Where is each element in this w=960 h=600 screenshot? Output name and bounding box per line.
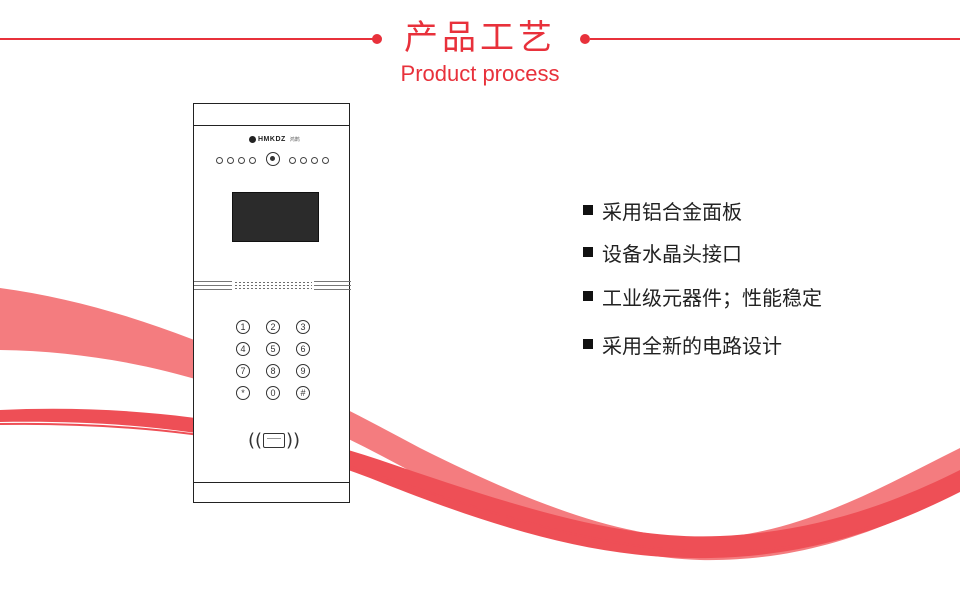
indicator-light-icon: [238, 157, 245, 164]
wave-thin-line: [0, 422, 960, 554]
bullet-square-icon: [583, 247, 593, 257]
feature-item: 采用全新的电路设计: [583, 330, 782, 358]
header-line-left: [0, 38, 374, 40]
header-dot-left: [372, 34, 382, 44]
keypad-key: 8: [266, 364, 280, 378]
keypad-key: 7: [236, 364, 250, 378]
camera-icon: [266, 152, 280, 166]
feature-item: 设备水晶头接口: [583, 238, 742, 266]
speaker-holes: [234, 281, 312, 291]
display-screen: [232, 192, 319, 242]
indicator-light-icon: [311, 157, 318, 164]
bullet-square-icon: [583, 339, 593, 349]
bullet-square-icon: [583, 205, 593, 215]
keypad-key: 6: [296, 342, 310, 356]
rfid-wave-left-icon: ((: [248, 430, 263, 451]
header-line-right: [590, 38, 960, 40]
rfid-wave-right-icon: )): [286, 430, 301, 451]
keypad-key: 0: [266, 386, 280, 400]
page-subtitle: Product process: [400, 61, 560, 86]
wave-upper-band: [0, 288, 960, 561]
bullet-square-icon: [583, 291, 593, 301]
feature-text: 工业级元器件；性能稳定: [602, 285, 822, 310]
page-title: 产品工艺: [404, 18, 556, 58]
feature-text: 采用全新的电路设计: [602, 333, 782, 358]
keypad-key: 1: [236, 320, 250, 334]
keypad-key: *: [236, 386, 250, 400]
indicator-light-icon: [216, 157, 223, 164]
indicator-row: [216, 152, 330, 168]
speaker-grille: [194, 279, 351, 293]
feature-text: 设备水晶头接口: [602, 241, 742, 266]
feature-text: 采用铝合金面板: [602, 199, 742, 224]
rfid-card-icon: [263, 433, 285, 448]
brand-mark-icon: [249, 135, 256, 143]
brand-sub: 鸿鹄: [289, 136, 300, 143]
keypad-key: 4: [236, 342, 250, 356]
panel-top-divider: [194, 125, 349, 126]
feature-item: 采用铝合金面板: [583, 196, 742, 224]
door-intercom-panel: HMKDZ 鸿鹄 1 2 3 4 5 6 7 8 9 * 0 #: [193, 103, 351, 503]
keypad-key: 9: [296, 364, 310, 378]
indicator-light-icon: [300, 157, 307, 164]
card-reader: (( )): [248, 430, 300, 452]
indicator-light-icon: [227, 157, 234, 164]
brand-name: HMKDZ: [258, 135, 286, 143]
keypad-key: 5: [266, 342, 280, 356]
panel-bottom-divider: [194, 482, 349, 483]
indicator-light-icon: [289, 157, 296, 164]
keypad-key: #: [296, 386, 310, 400]
keypad-key: 3: [296, 320, 310, 334]
indicator-light-icon: [322, 157, 329, 164]
feature-item: 工业级元器件；性能稳定: [583, 282, 822, 310]
brand-logo: HMKDZ 鸿鹄: [249, 134, 300, 144]
indicator-light-icon: [249, 157, 256, 164]
keypad-key: 2: [266, 320, 280, 334]
header-dot-right: [580, 34, 590, 44]
